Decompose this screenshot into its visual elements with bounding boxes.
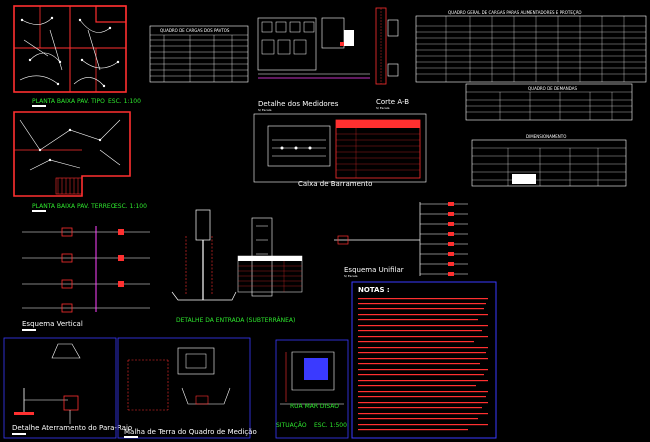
svg-text:ESC. 1:100: ESC. 1:100 <box>114 203 147 210</box>
label-detalhe-entrada: DETALHE DA ENTRADA (SUBTERRÂNEA) <box>176 317 295 324</box>
grounding-detail: Detalhe Aterramento do Para-Raio <box>3 337 132 439</box>
svg-text:ESC. 1:100: ESC. 1:100 <box>108 98 141 105</box>
table-quadro-demandas: QUADRO DE DEMANDAS <box>465 83 633 121</box>
svg-text:QUADRO DE CARGAS DOS PAVTOS: QUADRO DE CARGAS DOS PAVTOS <box>160 28 230 33</box>
label-detalhe-aterramento: Detalhe Aterramento do Para-Raio <box>12 424 132 432</box>
svg-text:S/ Escala: S/ Escala <box>344 274 358 278</box>
label-malha-terra: Malha de Terra do Quadro de Medição <box>124 428 257 436</box>
label-situacao: SITUAÇÃO <box>276 422 307 429</box>
svg-text:RUA MAR DISAO: RUA MAR DISAO <box>290 403 339 410</box>
svg-text:S/ Escala: S/ Escala <box>376 106 390 110</box>
label-caixa-barramento: Caixa de Barramento <box>298 180 372 188</box>
label-planta-tipo: PLANTA BAIXA PAV. TIPO <box>32 98 105 105</box>
floor-plan-typical: PLANTA BAIXA PAV. TIPO ESC. 1:100 <box>13 5 141 107</box>
meters-detail: Detalhe dos Medidores S/ Escala <box>257 17 370 112</box>
svg-text:ESC. 1:500: ESC. 1:500 <box>314 422 347 429</box>
label-detalhe-medidores: Detalhe dos Medidores <box>258 100 339 108</box>
label-esquema-vertical: Esquema Vertical <box>22 320 83 328</box>
floor-plan-ground: PLANTA BAIXA PAV. TERREO ESC. 1:100 <box>13 111 147 212</box>
svg-text:QUADRO GERAL DE CARGAS PARAS A: QUADRO GERAL DE CARGAS PARAS ALIMENTADOR… <box>448 10 582 15</box>
notes-block: NOTAS : <box>351 281 497 439</box>
svg-text:S/ Escala: S/ Escala <box>258 108 272 112</box>
single-line-diagram: Esquema Unifilar S/ Escala <box>334 202 468 278</box>
table-quadro-geral: QUADRO GERAL DE CARGAS PARAS ALIMENTADOR… <box>415 10 647 83</box>
label-corte-ab: Corte A-B <box>376 98 409 106</box>
section-ab: Corte A-B S/ Escala <box>375 7 409 110</box>
table-quadro-cargas: QUADRO DE CARGAS DOS PAVTOS <box>149 25 249 83</box>
svg-text:LISTA DE MATERIAL: LISTA DE MATERIAL <box>256 256 296 261</box>
svg-text:DIMENSIONAMENTO: DIMENSIONAMENTO <box>526 134 566 139</box>
ground-mesh: Malha de Terra do Quadro de Medição <box>117 337 257 439</box>
svg-text:QUADRO DE DEMANDAS: QUADRO DE DEMANDAS <box>528 86 578 91</box>
label-planta-terreo: PLANTA BAIXA PAV. TERREO <box>32 203 116 210</box>
vertical-diagram: Esquema Vertical <box>22 226 150 331</box>
label-notas: NOTAS : <box>358 286 390 294</box>
table-dimensionamento: DIMENSIONAMENTO <box>471 134 627 187</box>
entrance-detail: LISTA DE MATERIAL DETALHE DA ENTRADA (SU… <box>171 209 303 324</box>
site-situation: RUA MAR DISAO SITUAÇÃO ESC. 1:500 <box>275 339 349 439</box>
busbar-box: Caixa de Barramento <box>253 113 427 188</box>
label-esquema-unifilar: Esquema Unifilar <box>344 266 404 274</box>
